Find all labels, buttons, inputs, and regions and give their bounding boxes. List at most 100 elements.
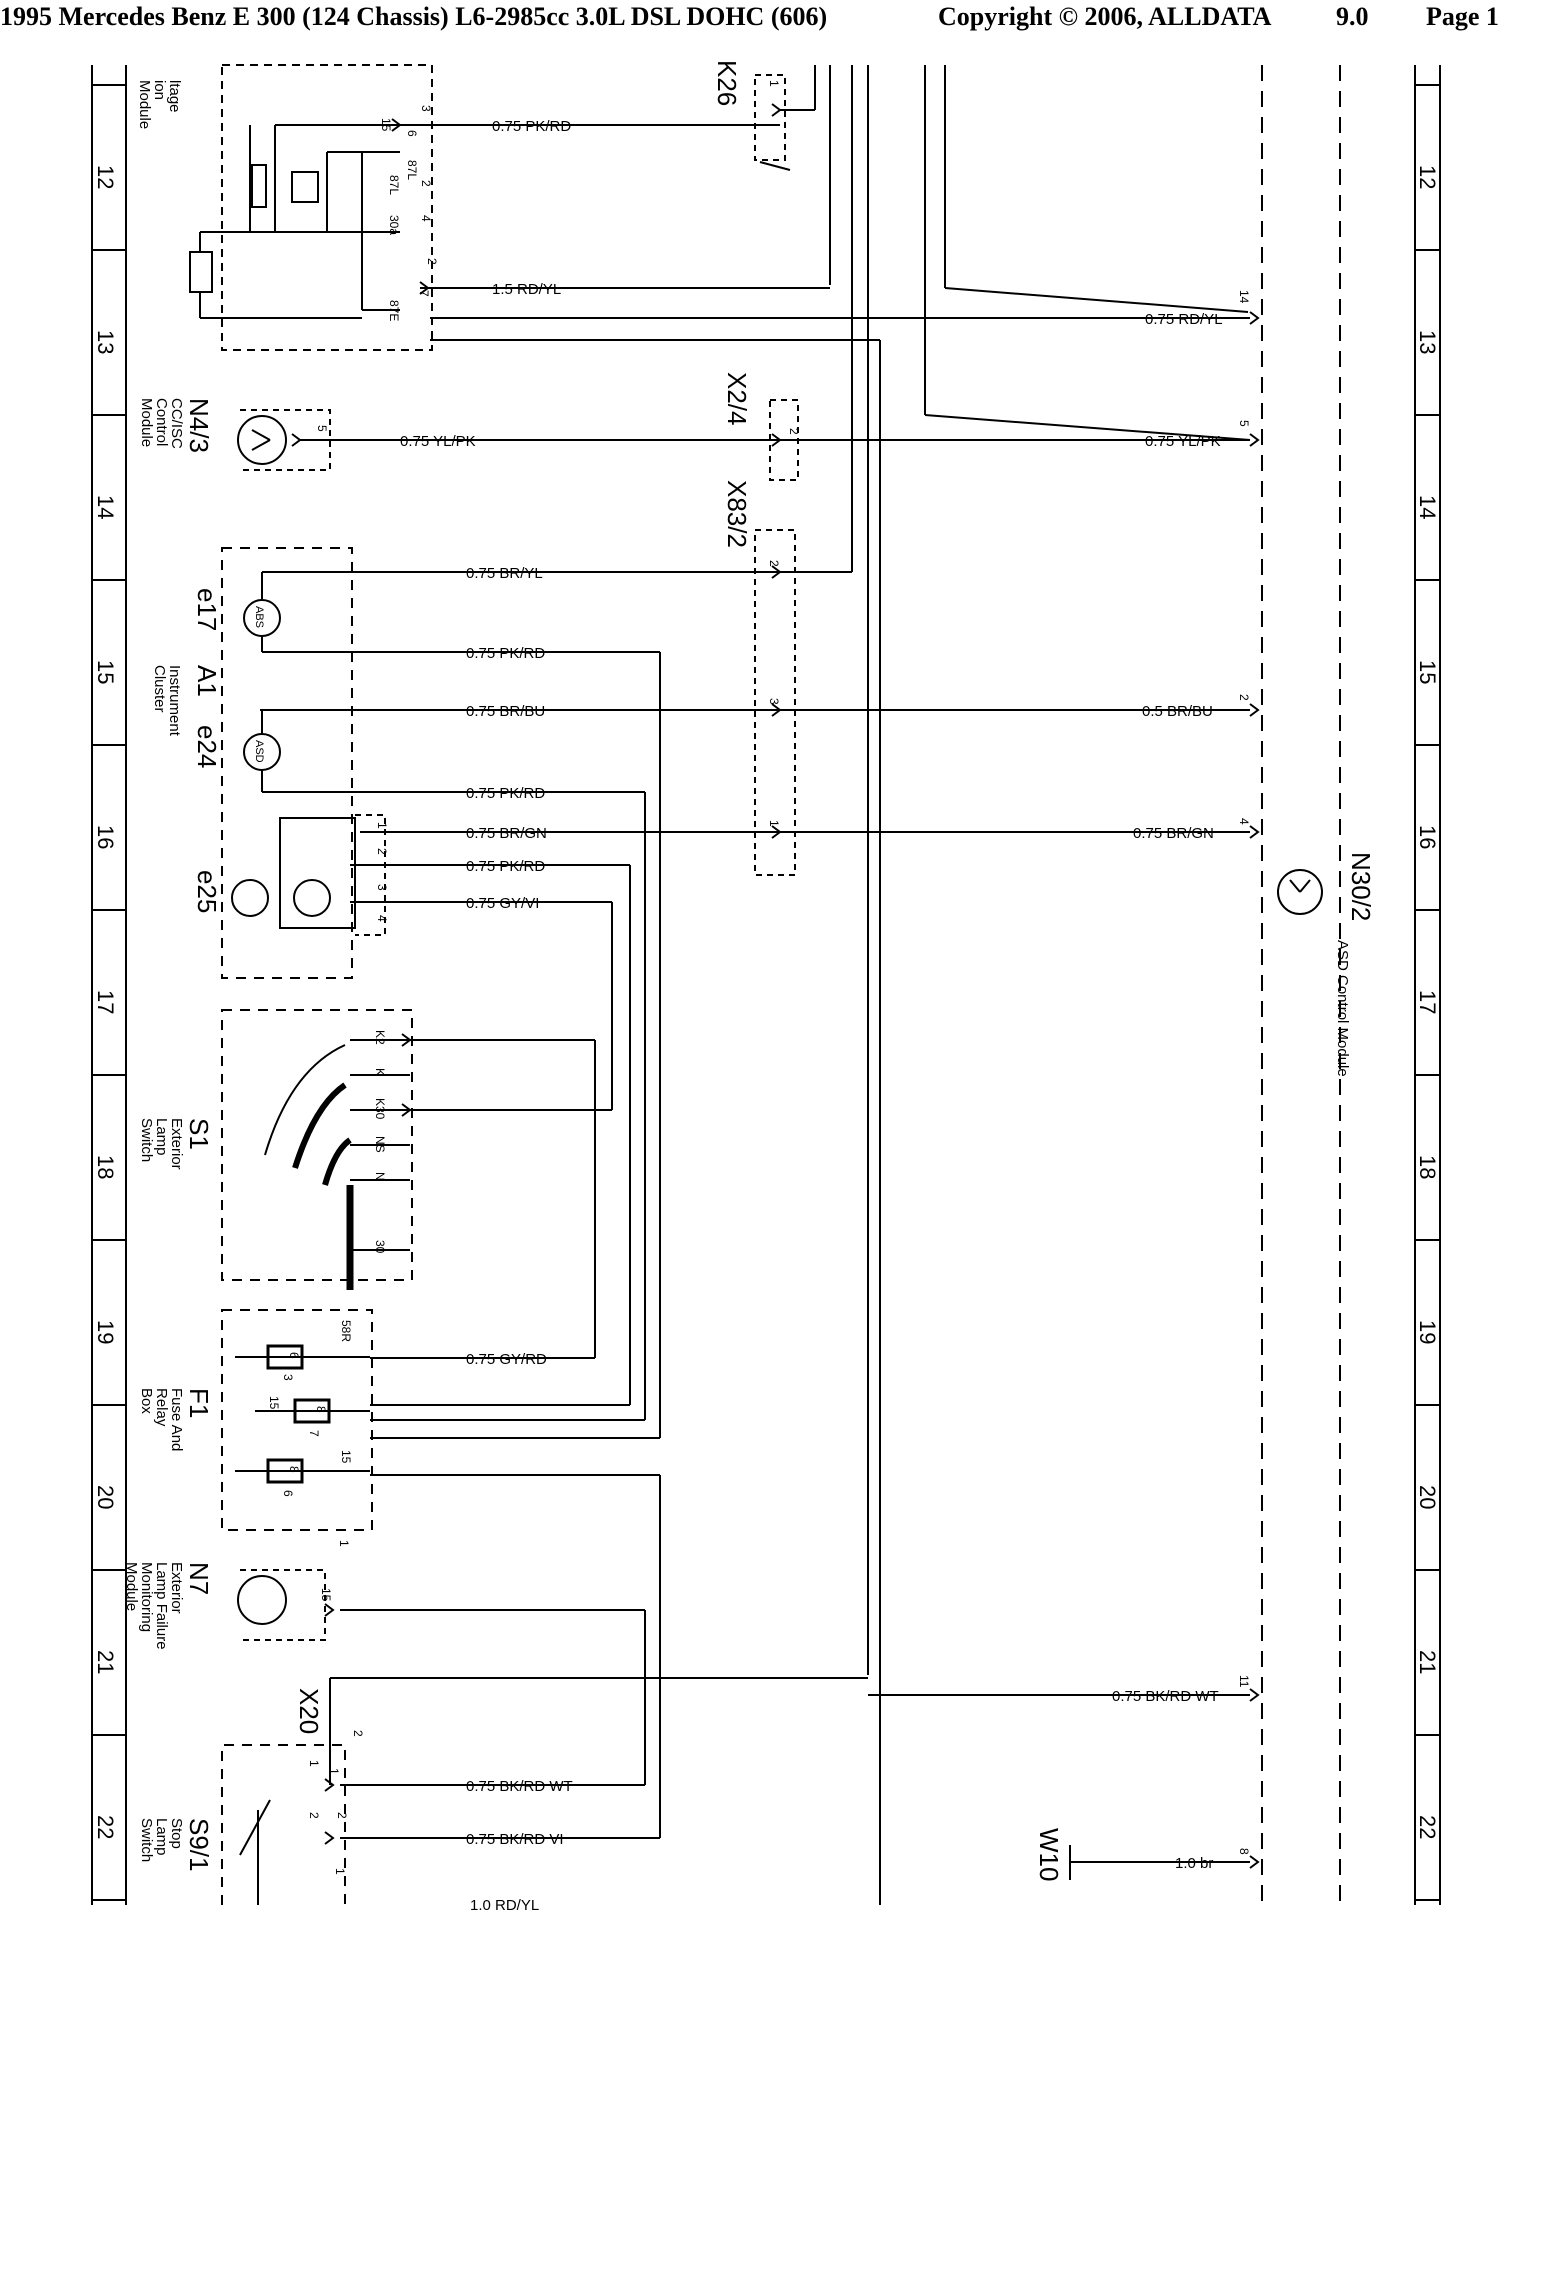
n30-2-pin-2: 2 [1237,694,1251,701]
e17-id: e17 [192,588,222,631]
grid-number: 14 [93,495,118,519]
grid-number: 19 [1415,1320,1440,1344]
e24-id: e24 [192,725,222,768]
f1-pin-58r: 58R [339,1320,353,1342]
wire-label: 0.75 PK/RD [492,118,571,135]
k26-box [221,64,433,351]
wire-label: 0.75 GY/RD [466,1351,547,1368]
wire-labels: 0.75 PK/RD 1.5 RD/YL 0.75 RD/YL 0.75 YL/… [400,118,1223,1914]
e25-pin-4: 4 [375,915,389,922]
k26-pin-15: 15 [379,118,393,132]
n4-3-desc-2: Control [153,398,170,446]
grid-number: 18 [93,1155,118,1179]
e25-connector [355,814,386,936]
n30-2-id: N30/2 [1346,852,1376,921]
x20-pin-1b: 1 [327,1768,341,1775]
x20-pin-1a: 1 [307,1760,321,1767]
s1-pin-ns: NS [373,1136,387,1153]
e25-transistor [293,879,331,917]
n4-3-desc-3: Module [138,398,155,447]
n30-2-pin-11: 11 [1237,1675,1251,1688]
f1-fuse-rating-1: 6 [287,1352,301,1359]
grid-number: 19 [93,1320,118,1344]
s1-pin-k30: K30 [373,1098,387,1120]
wire-label: 0.75 RD/YL [1145,311,1223,328]
k26-pin-6: 6 [405,130,419,137]
k26-desc-3: Module [136,80,153,129]
n4-3-id: N4/3 [184,398,214,453]
wire-label: 0.5 BR/BU [1142,703,1213,720]
k26-pin-4: 4 [419,215,433,222]
wire-label: 0.75 BK/RD WT [1112,1688,1219,1705]
x20-pin-2a: 2 [351,1730,365,1737]
n30-2-desc: ASD Control Module [1334,940,1351,1077]
f1-fuse-rating-3: 8 [287,1466,301,1473]
wire-label: 0.75 YL/PK [400,433,476,450]
grid-number: 16 [93,825,118,849]
x83-2-pin-3: 3 [767,698,781,705]
grid-number: 12 [93,165,118,189]
n7-desc-4: Module [123,1562,140,1611]
wire-label: 0.75 GY/VI [466,895,539,912]
k26-connector-wave [759,161,791,171]
n7-desc-3: Monitoring [138,1562,155,1632]
x20-pin-2c: 2 [335,1812,349,1819]
n7-desc-2: Lamp Failure [153,1562,170,1650]
n7-box [240,1569,326,1641]
x83-2-id: X83/2 [722,480,752,548]
wire-label: 0.75 PK/RD [466,785,545,802]
wire-path-rd-yl-right [944,287,1249,313]
n30-2-pin-4: 4 [1237,818,1251,825]
k26-pin-7: 7 [417,290,431,297]
wire-label: 0.75 BK/RD WT [466,1778,573,1795]
k26-fuse-10 [189,251,213,293]
n30-2-pin-8: 8 [1237,1848,1251,1855]
s1-pin-n: N [373,1172,387,1181]
n30-2-pin-5: 5 [1237,420,1251,427]
k26-pin-87l-a: 87L [405,160,419,180]
k26-connector-box [754,74,786,161]
n7-id: N7 [184,1562,214,1595]
s1-desc-3: Switch [138,1118,155,1162]
n30-2-symbol [1277,869,1323,915]
wire-label: 0.75 PK/RD [466,645,545,662]
s1-box [221,1009,413,1281]
wire-label: 0.75 BK/RD VI [466,1831,564,1848]
f1-box [221,1309,373,1531]
n7-desc-1: Exterior [168,1562,185,1614]
e25-pin-2: 2 [375,848,389,855]
n30-2-transistor-2 [1299,879,1311,893]
page-number: Page 1 [1426,2,1499,31]
e25-pin-1: 1 [375,822,389,829]
grid-number: 17 [1415,990,1440,1014]
grid-number: 20 [93,1485,118,1509]
component-labels: K26 ltage ion Module N4/3 CC/ISC Control… [123,60,1376,1881]
grid-number: 16 [1415,825,1440,849]
k26-pin-87l-b: 87L [387,175,401,195]
f1-pin-15b: 15 [339,1450,353,1464]
n4-3-transistor-1 [251,429,271,441]
n7-pin-1: 1 [337,1540,351,1547]
s9-1-switch [239,1799,271,1856]
f1-desc-2: Relay [153,1388,170,1427]
e25-box [279,817,356,929]
grid-number: 12 [1415,165,1440,189]
copyright: Copyright © 2006, ALLDATA [938,2,1272,31]
page-header: 1995 Mercedes Benz E 300 (124 Chassis) L… [0,0,1557,40]
s9-1-desc-1: Stop [168,1818,185,1849]
grid-number: 21 [93,1650,118,1674]
f1-desc-1: Fuse And [168,1388,185,1451]
x83-2-pin-2: 2 [767,560,781,567]
k26-pin-3: 3 [419,105,433,112]
pin-labels: 3 6 15 87L 2 87L 4 30a 2 7 87E 1 5 2 2 3… [267,80,1251,1875]
k26-desc-1: ltage [166,80,183,113]
n7-pin-15: 15 [319,1588,333,1602]
a1-desc-2: Cluster [151,665,168,713]
grid-number: 20 [1415,1485,1440,1509]
n4-3-pin-5: 5 [315,425,329,432]
f1-fuse-rating-2: 8 [314,1406,328,1413]
x2-4-id: X2/4 [722,372,752,426]
grid-number: 14 [1415,495,1440,519]
n4-3-transistor-2 [251,439,271,451]
